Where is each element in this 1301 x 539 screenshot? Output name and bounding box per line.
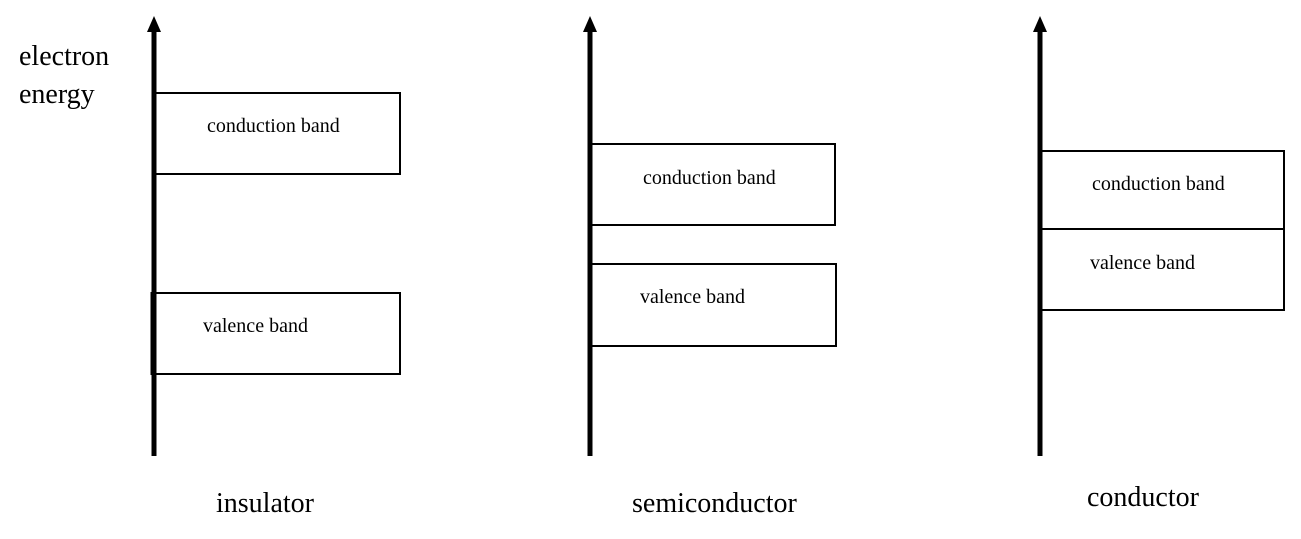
insulator-conduction-band-label: conduction band [207,115,340,137]
conductor-valence-band-label: valence band [1090,252,1195,274]
insulator-valence-band-label: valence band [203,315,308,337]
y-axis-label-line-2: energy [19,79,95,110]
semiconductor-conduction-band-box [590,143,836,226]
insulator-axis-arrowhead [147,16,161,32]
insulator-valence-band-box [154,292,401,375]
semiconductor-axis-arrowhead [583,16,597,32]
semiconductor-conduction-band-label: conduction band [643,167,776,189]
conductor-caption: conductor [1087,482,1199,513]
conductor-valence-band-box [1040,228,1285,311]
semiconductor-valence-band-box [588,263,837,347]
semiconductor-diagram [583,16,837,456]
conductor-diagram [1033,16,1285,456]
insulator-caption: insulator [216,488,314,519]
semiconductor-caption: semiconductor [632,488,797,519]
insulator-diagram [147,16,401,456]
conductor-conduction-band-label: conduction band [1092,173,1225,195]
y-axis-label: electron energy [19,38,109,114]
y-axis-label-line-1: electron [19,41,110,72]
conductor-axis-arrowhead [1033,16,1047,32]
semiconductor-valence-band-label: valence band [640,286,745,308]
insulator-conduction-band-box [154,92,401,175]
